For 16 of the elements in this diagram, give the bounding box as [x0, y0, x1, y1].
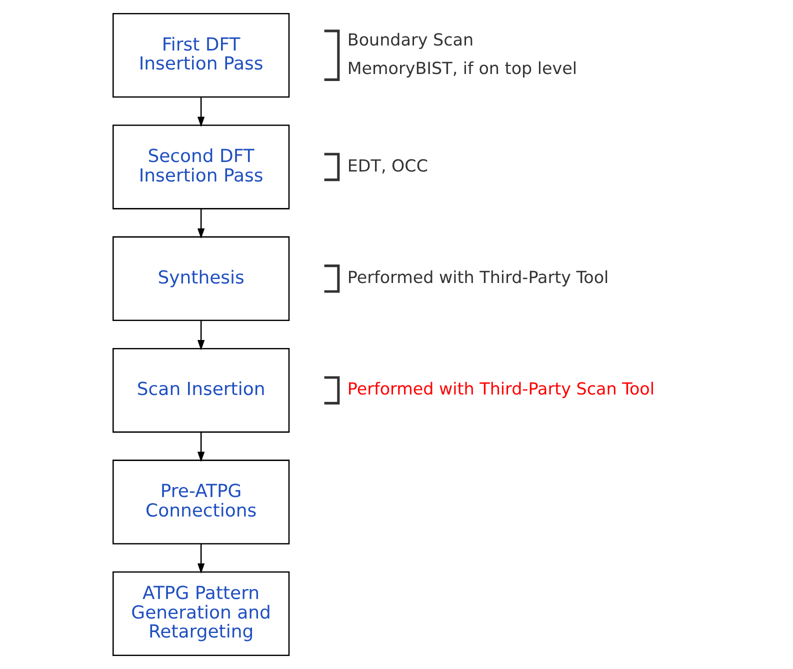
node-box: ATPG Pattern Generation and Retargeting	[112, 571, 290, 656]
node-box: Synthesis	[112, 236, 290, 322]
arrow	[197, 208, 205, 239]
node-box: First DFT Insertion Pass	[112, 12, 290, 98]
node-label: MemoryBIST, if on top level	[347, 58, 578, 78]
node-label: EDT, OCC	[347, 156, 428, 176]
node-label: Performed with Third-Party Tool	[347, 268, 609, 288]
arrow	[197, 320, 205, 350]
node-box: Scan Insertion	[112, 348, 290, 433]
arrow	[197, 544, 205, 574]
node-label: Performed with Third-Party Scan Tool	[347, 380, 654, 399]
arrow	[197, 432, 205, 462]
node-box: Pre-ATPG Connections	[112, 460, 290, 544]
arrow	[197, 97, 205, 127]
node-label: Boundary Scan	[347, 30, 474, 50]
node-box: Second DFT Insertion Pass	[112, 124, 290, 210]
